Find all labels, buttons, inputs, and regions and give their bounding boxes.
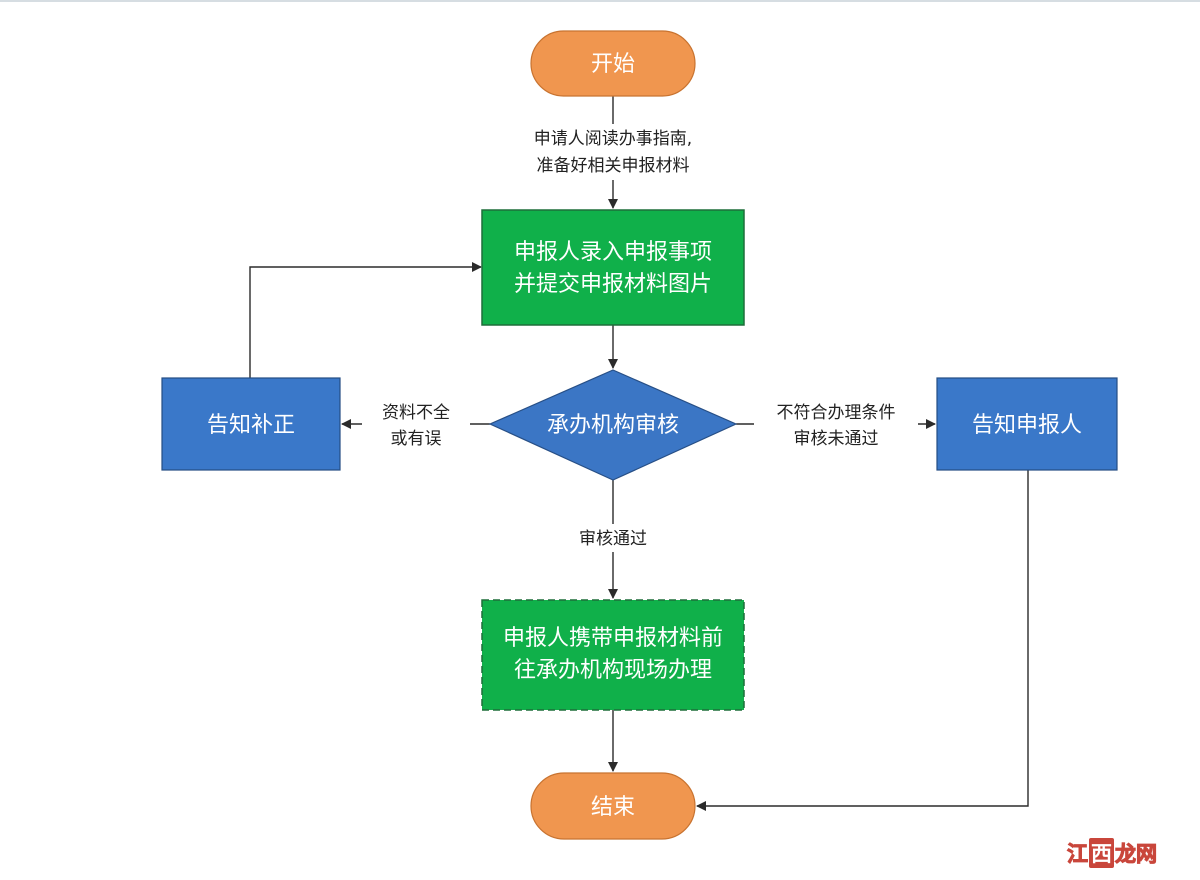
node-submit-label-line: 申报人录入申报事项 <box>514 240 712 265</box>
watermark-logo: 江西龙网 <box>1064 836 1160 870</box>
node-onsite-label-line: 申报人携带申报材料前 <box>503 626 723 651</box>
edge-label-line: 审核通过 <box>579 529 647 549</box>
node-end-label: 结束 <box>591 795 635 820</box>
node-review-label: 承办机构审核 <box>547 413 679 438</box>
edge-notify-to-end <box>696 470 1029 811</box>
edge-label-line: 审核未通过 <box>794 429 879 449</box>
node-start-label: 开始 <box>591 52 635 77</box>
node-start: 开始 <box>530 30 696 97</box>
node-onsite: 申报人携带申报材料前 往承办机构现场办理 <box>481 599 745 711</box>
edge-label-start: 申请人阅读办事指南, 准备好相关申报材料 <box>494 124 732 180</box>
node-submit: 申报人录入申报事项 并提交申报材料图片 <box>481 209 745 326</box>
edge-label-line: 或有误 <box>391 429 442 449</box>
edge-label-line: 申请人阅读办事指南, <box>534 129 692 149</box>
watermark-right: 龙网 <box>1115 842 1158 867</box>
edge-label-rejected: 不符合办理条件 审核未通过 <box>754 398 918 450</box>
edge-label-line: 资料不全 <box>382 403 450 423</box>
edge-label-approved: 审核通过 <box>560 524 666 552</box>
top-divider <box>0 0 1200 2</box>
node-correct-label: 告知补正 <box>207 413 295 438</box>
node-review-decision: 承办机构审核 <box>488 369 738 481</box>
edge-label-line: 不符合办理条件 <box>777 403 896 423</box>
edge-correct-back-to-submit <box>249 262 482 378</box>
edge-label-incomplete: 资料不全 或有误 <box>362 398 470 450</box>
node-notify: 告知申报人 <box>936 377 1118 471</box>
edge-label-line: 准备好相关申报材料 <box>537 156 690 176</box>
watermark-left: 江 <box>1067 842 1089 867</box>
node-submit-label-line: 并提交申报材料图片 <box>514 272 712 297</box>
watermark-middle: 西 <box>1089 838 1114 868</box>
node-correct: 告知补正 <box>161 377 341 471</box>
node-notify-label: 告知申报人 <box>972 413 1082 438</box>
node-onsite-label-line: 往承办机构现场办理 <box>514 658 712 683</box>
node-end: 结束 <box>530 772 696 840</box>
